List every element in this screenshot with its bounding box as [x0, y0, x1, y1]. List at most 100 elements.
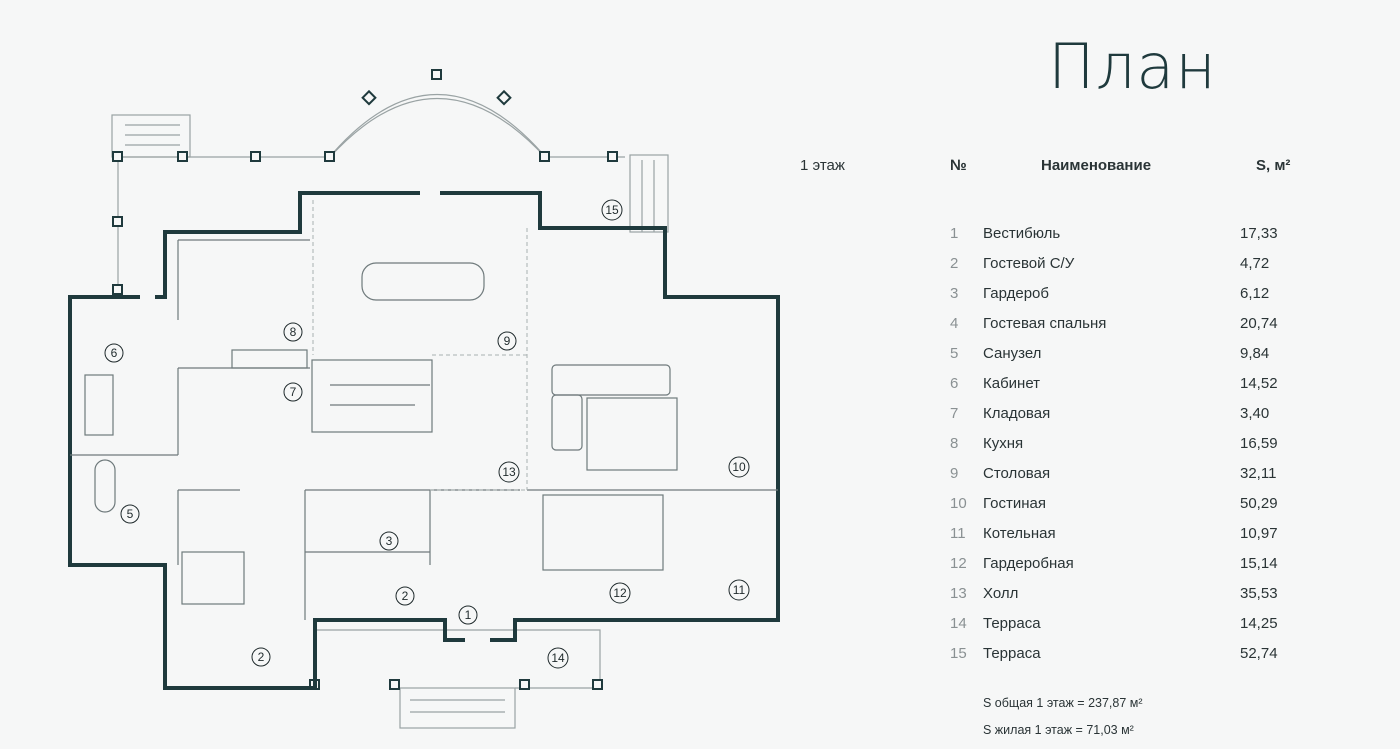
row-name: Гардеробная: [983, 555, 1074, 572]
staircase: [311, 359, 433, 433]
row-name: Гардероб: [983, 285, 1049, 302]
room-label: 9: [504, 334, 511, 348]
bed: [181, 551, 245, 605]
room-label: 8: [290, 325, 297, 339]
room-label: 5: [127, 507, 134, 521]
room-label: 14: [551, 651, 565, 665]
room-label: 3: [386, 534, 393, 548]
stairs-top-right: [629, 154, 669, 233]
row-number: 10: [950, 495, 967, 512]
row-number: 2: [950, 255, 959, 272]
row-area: 6,12: [1240, 285, 1270, 302]
header-area: S, м²: [1256, 157, 1291, 174]
row-number: 3: [950, 285, 959, 302]
row-area: 50,29: [1240, 495, 1278, 512]
row-name: Вестибюль: [983, 225, 1061, 242]
wardrobe: [542, 494, 664, 571]
row-area: 9,84: [1240, 345, 1270, 362]
row-area: 15,14: [1240, 555, 1278, 572]
row-number: 13: [950, 585, 967, 602]
row-area: 14,52: [1240, 375, 1278, 392]
row-name: Кабинет: [983, 375, 1041, 392]
row-area: 3,40: [1240, 405, 1270, 422]
row-number: 12: [950, 555, 967, 572]
living-rug: [586, 397, 678, 471]
row-area: 20,74: [1240, 315, 1278, 332]
columns: [112, 69, 618, 690]
room-labels: 1 2 2 3 5 6 7 8 9 10 11 12 13 14 15: [104, 199, 750, 669]
row-name: Кухня: [983, 435, 1024, 452]
floor-plan: 1 2 2 3 5 6 7 8 9 10 11 12 13 14 15: [68, 69, 780, 729]
row-number: 4: [950, 315, 959, 332]
row-name: Холл: [983, 585, 1019, 602]
header-num: №: [950, 157, 967, 174]
room-label: 2: [402, 589, 409, 603]
row-number: 14: [950, 615, 967, 632]
row-area: 35,53: [1240, 585, 1278, 602]
row-area: 17,33: [1240, 225, 1278, 242]
row-name: Гостиная: [983, 495, 1046, 512]
row-area: 10,97: [1240, 525, 1278, 542]
zone-dividers: [312, 200, 528, 491]
room-label: 1: [465, 608, 472, 622]
row-name: Кладовая: [983, 405, 1051, 422]
row-number: 15: [950, 645, 967, 662]
row-number: 1: [950, 225, 959, 242]
row-number: 11: [950, 525, 966, 542]
table-row: 15 Терраса 52,74: [950, 645, 1310, 675]
table-row: 2 Гостевой С/У 4,72: [950, 255, 1310, 285]
table-row: 4 Гостевая спальня 20,74: [950, 315, 1310, 345]
row-number: 7: [950, 405, 959, 422]
room-label: 11: [733, 583, 746, 597]
row-number: 6: [950, 375, 959, 392]
dining-table: [361, 262, 485, 301]
living-area: S жилая 1 этаж = 71,03 м²: [983, 723, 1134, 737]
row-area: 16,59: [1240, 435, 1278, 452]
stairs-top-left: [111, 114, 191, 158]
room-label: 15: [605, 203, 619, 217]
page-title: План: [1048, 30, 1217, 103]
table-row: 9 Столовая 32,11: [950, 465, 1310, 495]
table-row: 12 Гардеробная 15,14: [950, 555, 1310, 585]
header-name: Наименование: [1041, 157, 1152, 174]
room-label: 6: [111, 346, 118, 360]
floor-label: 1 этаж: [800, 157, 845, 174]
table-row: 14 Терраса 14,25: [950, 615, 1310, 645]
exterior-wall: [68, 191, 780, 690]
row-number: 5: [950, 345, 959, 362]
table-row: 8 Кухня 16,59: [950, 435, 1310, 465]
row-number: 8: [950, 435, 959, 452]
row-area: 14,25: [1240, 615, 1278, 632]
terraces: [111, 94, 669, 729]
row-name: Терраса: [983, 645, 1041, 662]
row-name: Котельная: [983, 525, 1056, 542]
table-row: 10 Гостиная 50,29: [950, 495, 1310, 525]
stairs-entrance: [399, 687, 516, 729]
room-label: 12: [613, 586, 627, 600]
bathtub: [94, 459, 116, 513]
row-area: 32,11: [1240, 465, 1277, 482]
row-area: 4,72: [1240, 255, 1270, 272]
row-area: 52,74: [1240, 645, 1278, 662]
room-label: 7: [290, 385, 297, 399]
table-row: 3 Гардероб 6,12: [950, 285, 1310, 315]
row-name: Терраса: [983, 615, 1041, 632]
desk: [84, 374, 114, 436]
table-row: 7 Кладовая 3,40: [950, 405, 1310, 435]
table-row: 13 Холл 35,53: [950, 585, 1310, 615]
room-label: 10: [732, 460, 746, 474]
row-name: Столовая: [983, 465, 1051, 482]
sofa: [551, 364, 671, 396]
table-row: 11 Котельная 10,97: [950, 525, 1310, 555]
table-row: 1 Вестибюль 17,33: [950, 225, 1310, 255]
interior-walls: [70, 239, 778, 620]
row-name: Гостевой С/У: [983, 255, 1075, 272]
table-row: 6 Кабинет 14,52: [950, 375, 1310, 405]
row-name: Санузел: [983, 345, 1042, 362]
room-label: 2: [258, 650, 265, 664]
row-number: 9: [950, 465, 959, 482]
room-label: 13: [502, 465, 516, 479]
table-row: 5 Санузел 9,84: [950, 345, 1310, 375]
row-name: Гостевая спальня: [983, 315, 1107, 332]
total-area: S общая 1 этаж = 237,87 м²: [983, 696, 1143, 710]
